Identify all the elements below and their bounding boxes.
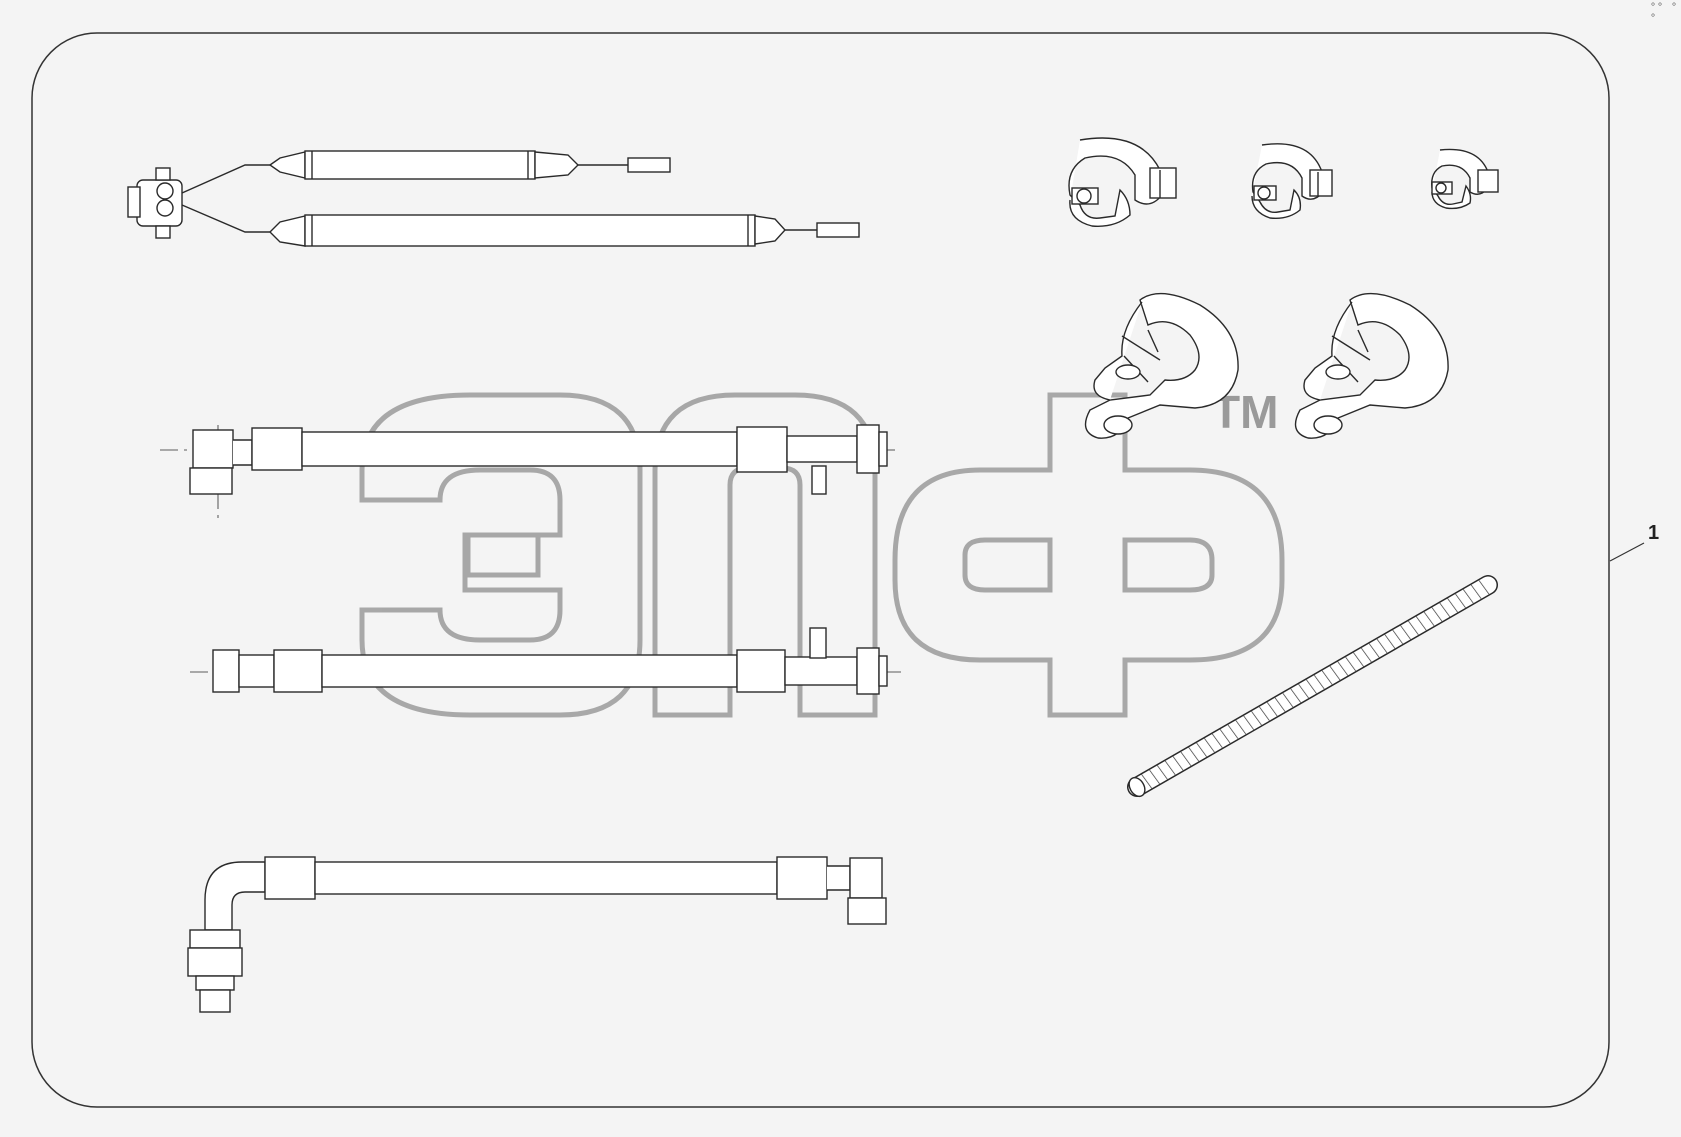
callout-number: 1: [1648, 522, 1660, 544]
hydraulic-hose-lower: [187, 856, 887, 1013]
p-clamp-right: [1294, 292, 1449, 439]
callout-leader: [1609, 542, 1645, 562]
hydraulic-hose-middle: [190, 627, 905, 695]
hose-clamp-medium: [1251, 143, 1333, 220]
p-clamp-left: [1084, 292, 1239, 439]
corner-mark: °° °°: [1650, 2, 1679, 24]
hose-clamp-small: [1431, 148, 1499, 210]
hose-clamp-large: [1068, 137, 1177, 227]
wiring-harness: [127, 150, 860, 247]
hydraulic-hose-upper: [160, 424, 895, 520]
corrugated-conduit: [1127, 575, 1498, 798]
kit-frame: [31, 32, 1610, 1108]
